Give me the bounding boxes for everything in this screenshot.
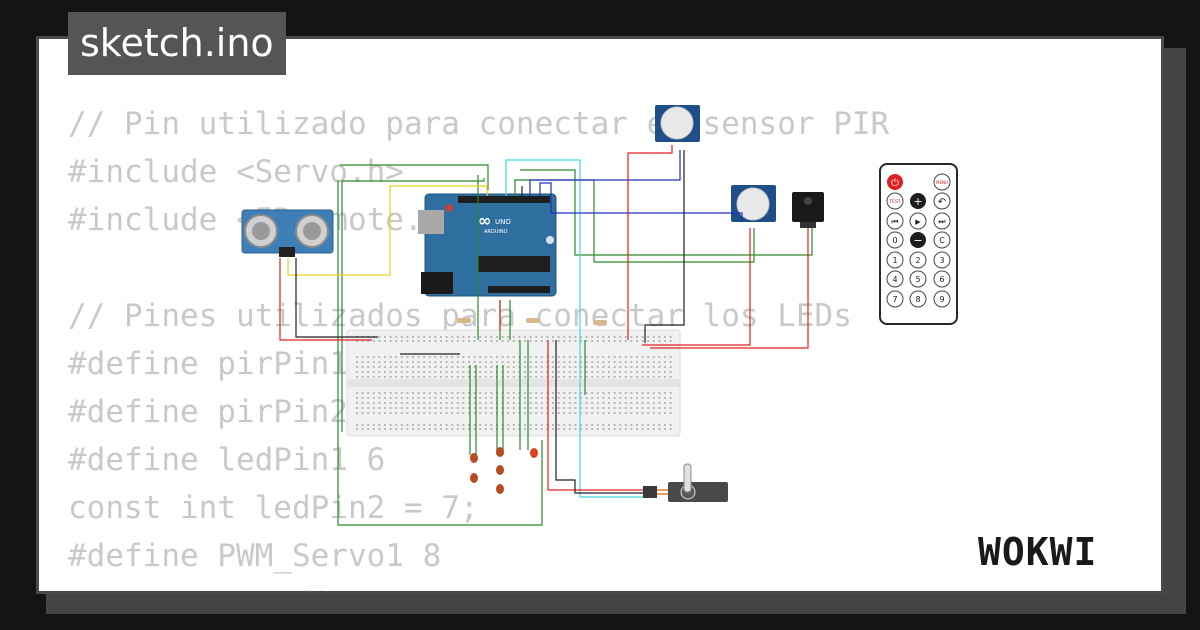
key-5-button[interactable]: [909, 270, 927, 288]
next-button[interactable]: [933, 212, 951, 230]
code-line: #define ledPin1 6: [68, 442, 386, 478]
wire-green: [519, 340, 529, 450]
key-2-button[interactable]: [909, 251, 927, 269]
ir-remote[interactable]: ⏻ MENU TEST + ↶ ⏮ ▶ ⏭ 0 − C 1 2 3 4 5 6 …: [879, 163, 958, 325]
shadow-right: [1164, 48, 1186, 614]
resistors[interactable]: [457, 318, 607, 325]
arduino-brand-label: ARDUINO: [484, 229, 508, 235]
key-4-button[interactable]: [886, 270, 904, 288]
prev-button[interactable]: [886, 212, 904, 230]
back-icon: ↶: [938, 197, 946, 208]
card-bottom-border: [36, 591, 1164, 594]
next-icon: ⏭: [938, 217, 945, 226]
test-label: TEST: [888, 199, 900, 205]
leds[interactable]: [470, 447, 538, 494]
key-2-label: 2: [915, 256, 920, 265]
code-background: // Pin utilizado para conectar el sensor…: [68, 100, 889, 628]
breadboard[interactable]: [346, 329, 681, 437]
key-8-button[interactable]: [909, 290, 927, 308]
wire-red: [642, 228, 751, 346]
wire-green: [340, 164, 489, 190]
power-label: ⏻: [891, 178, 899, 189]
key-0-label: 0: [892, 236, 897, 245]
wire-blue: [529, 150, 681, 196]
key-8-label: 8: [915, 295, 920, 304]
key-4-label: 4: [892, 275, 897, 284]
arduino-uno-board[interactable]: ∞ UNO ARDUINO: [418, 193, 557, 297]
ultrasonic-sensor[interactable]: [241, 209, 334, 257]
wire-green: [469, 365, 504, 455]
servo-motor[interactable]: [643, 463, 728, 502]
shadow-bottom: [46, 594, 1186, 614]
wire-green: [520, 169, 813, 256]
key-5-label: 5: [915, 275, 920, 284]
arduino-logo: ∞: [478, 211, 491, 230]
key-c-label: C: [939, 236, 945, 245]
wire-black: [295, 258, 378, 338]
wire-green: [337, 180, 543, 526]
play-button[interactable]: [909, 212, 927, 230]
wokwi-logo: WOKWI: [978, 530, 1097, 574]
key-3-button[interactable]: [933, 251, 951, 269]
key-1-button[interactable]: [886, 251, 904, 269]
wire-black: [555, 340, 652, 494]
minus-label: −: [913, 234, 922, 247]
prev-icon: ⏮: [891, 217, 898, 226]
wire-red: [279, 258, 372, 341]
code-line: // Pines utilizados para conectar los LE…: [68, 298, 852, 334]
menu-button[interactable]: [933, 173, 951, 191]
wokwi-logo-text: WOKWI: [978, 530, 1097, 574]
wire-cyan: [505, 159, 650, 498]
pir-sensor-1[interactable]: [655, 105, 700, 142]
wires: [279, 145, 813, 526]
wire-black: [644, 150, 685, 343]
minus-button[interactable]: [910, 232, 926, 248]
key-9-label: 9: [939, 295, 944, 304]
key-6-button[interactable]: [933, 270, 951, 288]
key-7-label: 7: [892, 295, 897, 304]
arduino-model-label: UNO: [495, 218, 511, 226]
test-button[interactable]: [886, 192, 904, 210]
code-line: const int ledPin2 = 7;: [68, 490, 479, 526]
menu-label: MENU: [936, 180, 948, 185]
key-0-button[interactable]: [886, 231, 904, 249]
plus-button[interactable]: [910, 193, 926, 209]
power-icon[interactable]: [887, 174, 903, 190]
code-line: #define pirPin1 2: [68, 346, 386, 382]
key-1-label: 1: [892, 256, 897, 265]
code-line: #include <Servo.h>: [68, 154, 404, 190]
ir-receiver-module[interactable]: [792, 192, 824, 228]
preview-card: [36, 36, 1164, 594]
key-7-button[interactable]: [886, 290, 904, 308]
plus-label: +: [913, 195, 922, 208]
wire-yellow: [287, 185, 488, 276]
back-button[interactable]: [933, 192, 951, 210]
key-c-button[interactable]: [933, 231, 951, 249]
key-9-button[interactable]: [933, 290, 951, 308]
pir-sensor-2[interactable]: [731, 185, 776, 222]
play-icon: ▶: [915, 218, 921, 226]
wire-red: [547, 340, 652, 491]
code-line: #define PWM_Servo1 8: [68, 538, 442, 574]
wire-red: [650, 228, 809, 349]
key-3-label: 3: [939, 256, 944, 265]
wire-green: [341, 178, 485, 432]
code-line: #define pirPin2 3: [68, 394, 386, 430]
wire-blue: [539, 182, 743, 222]
file-tab[interactable]: sketch.ino: [68, 12, 286, 75]
wire-red: [627, 145, 673, 340]
key-6-label: 6: [939, 275, 944, 284]
